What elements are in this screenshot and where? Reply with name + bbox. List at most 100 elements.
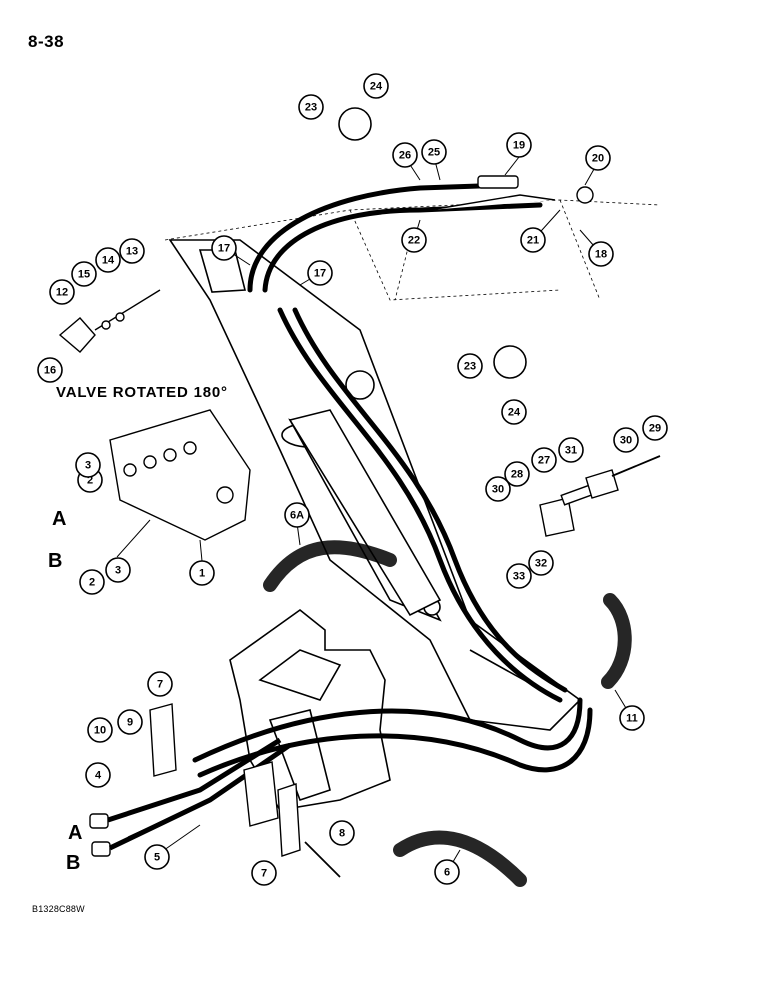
callout-circle xyxy=(501,399,527,425)
callouts: 122334566A778910111213141516171718192021… xyxy=(37,73,668,886)
callout-number: 31 xyxy=(565,445,577,457)
callout-number: 6 xyxy=(444,867,450,879)
callout-25: 25 xyxy=(421,139,447,165)
callout-circle xyxy=(520,227,546,253)
callout-number: 3 xyxy=(85,460,91,472)
callout-number: 1 xyxy=(199,568,205,580)
callout-6: 6 xyxy=(434,859,460,885)
callout-9: 9 xyxy=(117,709,143,735)
callout-circle xyxy=(558,437,584,463)
callout-28: 28 xyxy=(504,461,530,487)
hose-clamps xyxy=(338,107,527,379)
callout-8: 8 xyxy=(329,820,355,846)
callout-number: 9 xyxy=(127,717,133,729)
callout-circle xyxy=(75,452,101,478)
valve-caption: VALVE ROTATED 180° xyxy=(56,384,228,401)
callout-circle xyxy=(284,502,310,528)
callout-circle xyxy=(105,557,131,583)
callout-16: 16 xyxy=(37,357,63,383)
callout-circle xyxy=(119,238,145,264)
figure-code: B1328C88W xyxy=(32,904,85,914)
callout-19: 19 xyxy=(506,132,532,158)
callout-circle xyxy=(95,247,121,273)
callout-33: 33 xyxy=(506,563,532,589)
loose-hoses xyxy=(263,540,632,887)
hose-ends xyxy=(89,813,111,857)
callout-circle xyxy=(619,705,645,731)
callout-number: 14 xyxy=(102,255,115,267)
callout-circle xyxy=(71,261,97,287)
callout-circle xyxy=(585,145,611,171)
callout-number: 17 xyxy=(314,268,326,280)
callout-number: 27 xyxy=(538,455,550,467)
callout-number: 7 xyxy=(157,679,163,691)
callout-number: 19 xyxy=(513,140,525,152)
callout-3: 3 xyxy=(105,557,131,583)
callout-24: 24 xyxy=(501,399,527,425)
callout-number: 28 xyxy=(511,469,523,481)
callout-circle xyxy=(79,569,105,595)
callout-circle xyxy=(298,94,324,120)
hose-label-a-end: A xyxy=(68,822,83,844)
callout-circle xyxy=(485,476,511,502)
callout-number: 20 xyxy=(592,153,604,165)
callout-13: 13 xyxy=(119,238,145,264)
callout-circle xyxy=(147,671,173,697)
callout-7: 7 xyxy=(147,671,173,697)
callout-circle xyxy=(144,844,170,870)
callout-number: 33 xyxy=(513,571,525,583)
callout-number: 3 xyxy=(115,565,121,577)
callout-number: 32 xyxy=(535,558,547,570)
callout-10: 10 xyxy=(87,717,113,743)
control-valve xyxy=(109,409,251,541)
callout-circle xyxy=(85,762,111,788)
page-number: 8-38 xyxy=(28,32,65,51)
top-fittings xyxy=(429,175,594,211)
callout-4: 4 xyxy=(85,762,111,788)
callout-30: 30 xyxy=(613,427,639,453)
callout-circle xyxy=(528,550,554,576)
callout-32: 32 xyxy=(528,550,554,576)
hoses-4-5 xyxy=(107,737,292,851)
callout-circle xyxy=(421,139,447,165)
callout-circle xyxy=(457,353,483,379)
callout-11: 11 xyxy=(619,705,645,731)
callout-circle xyxy=(37,357,63,383)
callout-number: 17 xyxy=(218,243,230,255)
callout-circle xyxy=(211,235,237,261)
callout-number: 21 xyxy=(527,235,539,247)
hose-label-b-end: B xyxy=(66,852,81,874)
callout-number: 11 xyxy=(626,713,638,725)
callout-number: 24 xyxy=(508,407,521,419)
callout-circle xyxy=(613,427,639,453)
bolt-8 xyxy=(304,841,341,878)
callout-3: 3 xyxy=(75,452,101,478)
callout-18: 18 xyxy=(588,241,614,267)
callout-number: 2 xyxy=(89,577,95,589)
callout-circle xyxy=(392,142,418,168)
callout-circle xyxy=(506,132,532,158)
callout-number: 7 xyxy=(261,868,267,880)
callout-29: 29 xyxy=(642,415,668,441)
callout-circle xyxy=(307,260,333,286)
callout-circle xyxy=(401,227,427,253)
callout-number: 23 xyxy=(305,102,317,114)
hose-label-b-valve: B xyxy=(48,550,63,572)
callout-number: 6A xyxy=(290,510,304,522)
callout-number: 25 xyxy=(428,147,440,159)
callout-5: 5 xyxy=(144,844,170,870)
boom-hoses xyxy=(192,182,593,778)
callout-number: 10 xyxy=(94,725,106,737)
callout-number: 4 xyxy=(95,770,102,782)
callout-7: 7 xyxy=(251,860,277,886)
callout-number: 15 xyxy=(78,269,90,281)
callout-number: 22 xyxy=(408,235,420,247)
callout-30: 30 xyxy=(485,476,511,502)
callout-6A: 6A xyxy=(284,502,310,528)
callout-26: 26 xyxy=(392,142,418,168)
callout-23: 23 xyxy=(457,353,483,379)
callout-number: 13 xyxy=(126,246,138,258)
callout-number: 16 xyxy=(44,365,56,377)
callout-circle xyxy=(49,279,75,305)
